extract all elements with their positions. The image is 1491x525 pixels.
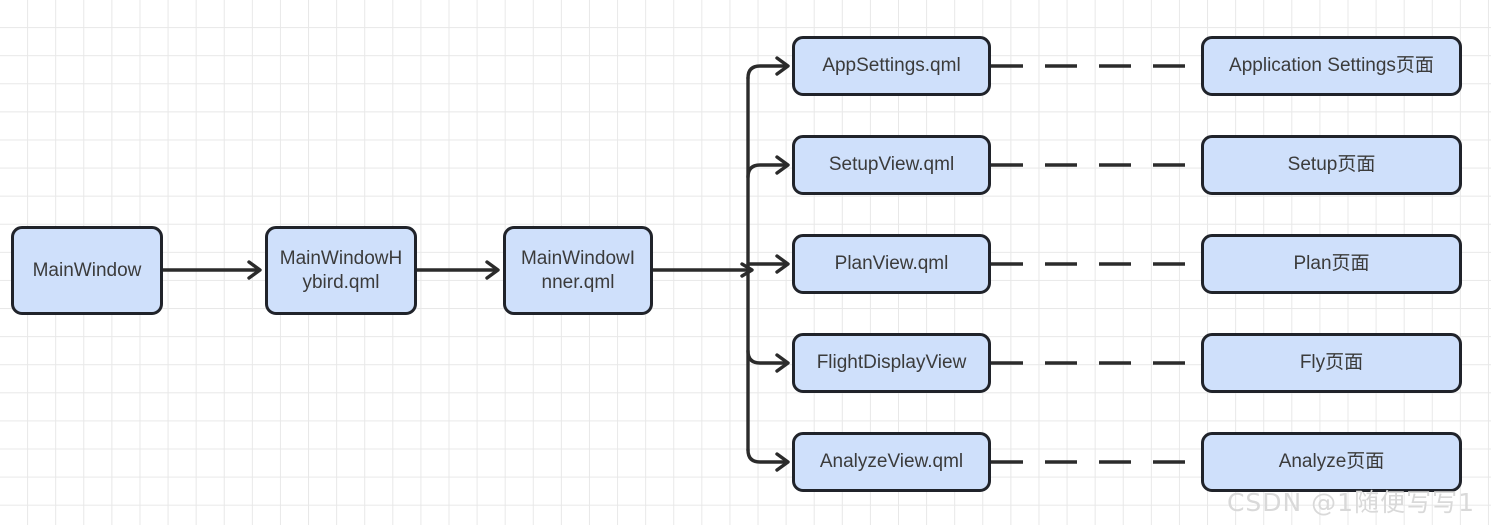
node-flight-display-view-label: FlightDisplayView [816, 352, 967, 374]
node-plan-page[interactable]: Plan页面 [1201, 234, 1462, 294]
node-app-settings-label: AppSettings.qml [822, 55, 961, 77]
node-analyze-view-label: AnalyzeView.qml [819, 451, 964, 473]
arrowhead-flight-display-view [775, 353, 790, 373]
connector-branch-to-setup-view [746, 163, 788, 179]
arrowhead-inner [485, 260, 500, 280]
arrowhead-hybird [247, 260, 262, 280]
node-analyze-page-label: Analyze页面 [1278, 451, 1385, 473]
connector-branch-to-app-settings [746, 64, 788, 80]
node-main-window-inner-label: MainWindowI nner.qml [520, 248, 636, 293]
connector-branch-to-analyze-view [746, 448, 788, 464]
node-main-window-label: MainWindow [32, 259, 142, 281]
node-analyze-page[interactable]: Analyze页面 [1201, 432, 1462, 492]
node-setup-view-label: SetupView.qml [828, 154, 955, 176]
node-main-window-hybird-label: MainWindowH ybird.qml [279, 248, 403, 293]
branch-junction [740, 262, 754, 278]
arrowhead-setup-view [775, 155, 790, 175]
node-app-settings[interactable]: AppSettings.qml [792, 36, 991, 96]
node-fly-page[interactable]: Fly页面 [1201, 333, 1462, 393]
node-application-settings-page-label: Application Settings页面 [1229, 55, 1434, 77]
node-flight-display-view[interactable]: FlightDisplayView [792, 333, 991, 393]
node-plan-view-label: PlanView.qml [834, 253, 949, 275]
node-fly-page-label: Fly页面 [1299, 352, 1364, 374]
node-main-window[interactable]: MainWindow [11, 226, 163, 315]
node-setup-page-label: Setup页面 [1287, 154, 1376, 176]
arrowhead-app-settings [775, 56, 790, 76]
arrowhead-plan-view [775, 254, 790, 274]
node-plan-page-label: Plan页面 [1293, 253, 1370, 275]
node-setup-page[interactable]: Setup页面 [1201, 135, 1462, 195]
node-analyze-view[interactable]: AnalyzeView.qml [792, 432, 991, 492]
watermark: CSDN @1随便写写1 [1226, 488, 1475, 517]
node-plan-view[interactable]: PlanView.qml [792, 234, 991, 294]
arrowhead-analyze-view [775, 452, 790, 472]
node-main-window-hybird[interactable]: MainWindowH ybird.qml [265, 226, 417, 315]
node-application-settings-page[interactable]: Application Settings页面 [1201, 36, 1462, 96]
connector-branch-to-flight-display-view [746, 349, 788, 365]
node-main-window-inner[interactable]: MainWindowI nner.qml [503, 226, 653, 315]
node-setup-view[interactable]: SetupView.qml [792, 135, 991, 195]
